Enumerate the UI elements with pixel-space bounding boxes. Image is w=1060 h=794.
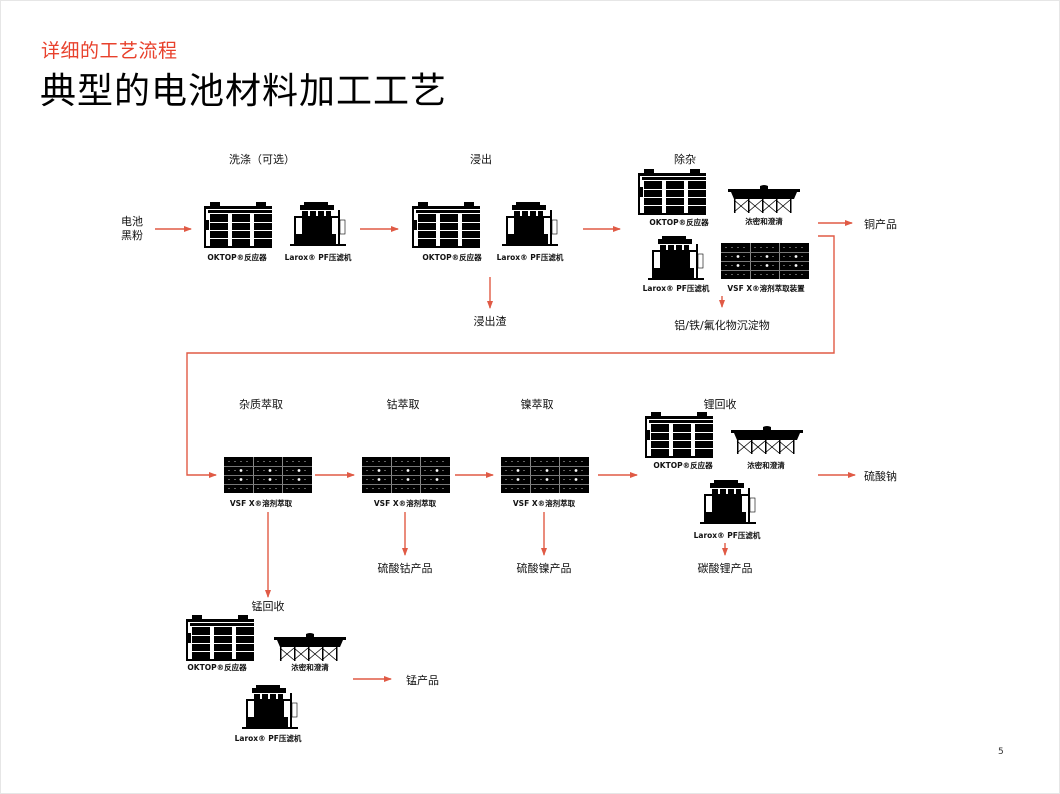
page-title: 典型的电池材料加工工艺 xyxy=(40,71,448,112)
input-label: 电池 黑粉 xyxy=(121,215,143,243)
thickener-icon xyxy=(731,425,803,459)
larox-filter-press-icon xyxy=(648,236,704,284)
stage-label-lithium-recovery: 锂回收 xyxy=(703,398,737,411)
stage-label-manganese-recovery: 锰回收 xyxy=(251,600,285,613)
equipment-caption: Larox® PF压滤机 xyxy=(234,734,302,743)
equipment-caption: OKTOP®反应器 xyxy=(207,253,267,262)
larox-filter-press-icon xyxy=(502,202,558,250)
equipment-caption: OKTOP®反应器 xyxy=(653,461,713,470)
output-nickel-sulfate: 硫酸镍产品 xyxy=(516,562,572,575)
equipment-caption: 浓密和澄清 xyxy=(747,461,785,470)
larox-filter-press-icon xyxy=(700,480,756,528)
equipment-caption: Larox® PF压滤机 xyxy=(496,253,564,262)
output-lithium-carbonate: 碳酸锂产品 xyxy=(697,562,753,575)
stage-label-leaching: 浸出 xyxy=(470,153,492,166)
section-subtitle: 详细的工艺流程 xyxy=(41,40,178,62)
stage-label-washing: 洗涤（可选） xyxy=(229,153,295,166)
equipment-caption: 浓密和澄清 xyxy=(745,217,783,226)
larox-filter-press-icon xyxy=(290,202,346,250)
equipment-caption: VSF X®溶剂萃取装置 xyxy=(727,284,805,293)
output-sodium-sulfate: 硫酸钠 xyxy=(864,470,897,483)
stage-label-impurity-sx: 杂质萃取 xyxy=(239,398,283,411)
equipment-caption: Larox® PF压滤机 xyxy=(693,531,761,540)
vsfx-solvent-extraction-icon xyxy=(721,243,809,283)
page-number: 5 xyxy=(998,747,1004,757)
larox-filter-press-icon xyxy=(242,685,298,733)
vsfx-solvent-extraction-icon xyxy=(501,457,589,497)
equipment-caption: VSF X®溶剂萃取 xyxy=(373,499,437,508)
output-manganese-product: 锰产品 xyxy=(406,674,439,687)
equipment-caption: VSF X®溶剂萃取 xyxy=(512,499,576,508)
oktop-reactor-icon xyxy=(638,167,708,219)
output-leach-residue: 浸出渣 xyxy=(473,315,507,328)
oktop-reactor-icon xyxy=(412,200,482,252)
input-label-line2: 黑粉 xyxy=(121,229,143,242)
output-al-fe-fluoride-precipitate: 铝/铁/氟化物沉淀物 xyxy=(674,319,770,332)
oktop-reactor-icon xyxy=(186,613,256,665)
thickener-icon xyxy=(274,632,346,666)
equipment-caption: 浓密和澄清 xyxy=(291,663,329,672)
stage-label-nickel-sx: 镍萃取 xyxy=(520,398,554,411)
equipment-caption: OKTOP®反应器 xyxy=(649,218,709,227)
equipment-caption: VSF X®溶剂萃取 xyxy=(229,499,293,508)
vsfx-solvent-extraction-icon xyxy=(224,457,312,497)
stage-label-cobalt-sx: 钴萃取 xyxy=(386,398,420,411)
arrow-impurity-to-impurity-sx xyxy=(186,235,835,478)
output-copper-product: 铜产品 xyxy=(864,218,897,231)
stage-label-impurity-removal: 除杂 xyxy=(674,153,696,166)
equipment-caption: Larox® PF压滤机 xyxy=(642,284,710,293)
equipment-caption: OKTOP®反应器 xyxy=(422,253,482,262)
oktop-reactor-icon xyxy=(204,200,274,252)
equipment-caption: Larox® PF压滤机 xyxy=(284,253,352,262)
oktop-reactor-icon xyxy=(645,410,715,462)
output-cobalt-sulfate: 硫酸钴产品 xyxy=(377,562,433,575)
vsfx-solvent-extraction-icon xyxy=(362,457,450,497)
input-label-line1: 电池 xyxy=(121,215,143,228)
equipment-caption: OKTOP®反应器 xyxy=(187,663,247,672)
thickener-icon xyxy=(728,184,800,218)
